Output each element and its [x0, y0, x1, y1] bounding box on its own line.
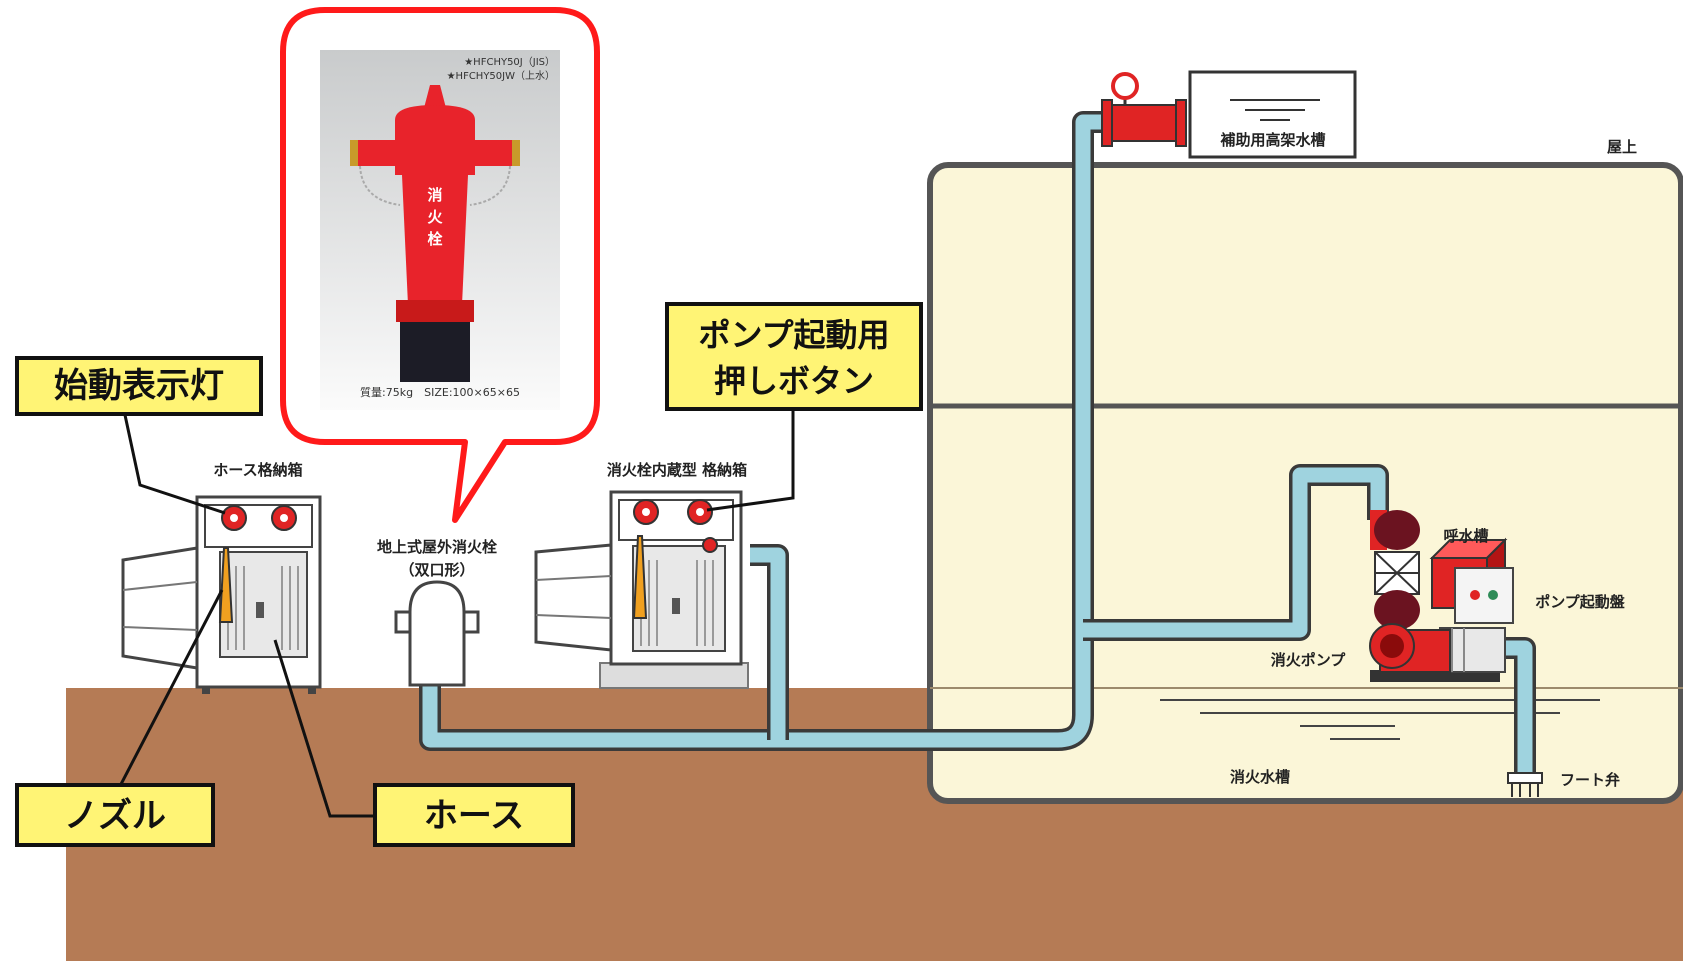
auxiliary-elevated-tank: [1188, 70, 1357, 159]
photo-spec: 質量:75kg SIZE:100×65×65: [360, 385, 520, 399]
photo-model-1: ★HFCHY50J（JIS）: [464, 56, 555, 68]
pump-panel-label: ポンプ起動盤: [1535, 593, 1626, 611]
hose-storage-box: [121, 495, 322, 694]
builtin-hydrant-box: [534, 490, 749, 689]
fire-hydrant-icon: [394, 580, 480, 687]
callout-start-light: 始動表示灯: [15, 356, 263, 416]
builtin-box-label: 消火栓内蔵型 格納箱: [607, 461, 747, 479]
foot-valve-icon: [1507, 772, 1543, 797]
callout-pump-button: ポンプ起動用 押しボタン: [665, 302, 923, 411]
foot-valve-label: フート弁: [1560, 771, 1620, 789]
water-pipes: [419, 111, 1536, 775]
photo-body-text-3: 栓: [427, 230, 442, 248]
start-light-label: 始動表示灯: [54, 366, 224, 406]
fire-pump-label: 消火ポンプ: [1271, 651, 1347, 669]
hose-box-label: ホース格納箱: [213, 461, 302, 479]
fire-pump-icon: [1369, 623, 1506, 682]
callout-hose: ホース: [373, 783, 575, 847]
pump-button-label-2: 押しボタン: [714, 362, 874, 400]
hydrant-label-2: （双口形）: [399, 561, 474, 579]
pump-button-label-1: ポンプ起動用: [698, 316, 889, 354]
pump-valves: [1370, 510, 1420, 630]
fire-tank-label: 消火水槽: [1230, 768, 1290, 786]
hydrant-label-1: 地上式屋外消火栓: [377, 538, 497, 556]
leader-lines: [116, 410, 795, 818]
nozzle-label: ノズル: [64, 796, 166, 836]
photo-model-2: ★HFCHY50JW（上水）: [447, 70, 555, 82]
photo-body-text-1: 消: [427, 186, 442, 204]
hydrant-photo-balloon: [280, 7, 600, 523]
callout-nozzle: ノズル: [15, 783, 215, 847]
roof-gate-valve-icon: [1101, 72, 1187, 147]
priming-tank-label: 呼水槽: [1443, 527, 1488, 545]
rooftop-label: 屋上: [1607, 138, 1637, 156]
photo-hydrant-icon: [350, 85, 520, 382]
hose-label: ホース: [424, 796, 524, 836]
pump-control-panel: [1454, 567, 1514, 624]
photo-body-text-2: 火: [427, 208, 443, 226]
aux-tank-label: 補助用高架水槽: [1219, 131, 1325, 149]
